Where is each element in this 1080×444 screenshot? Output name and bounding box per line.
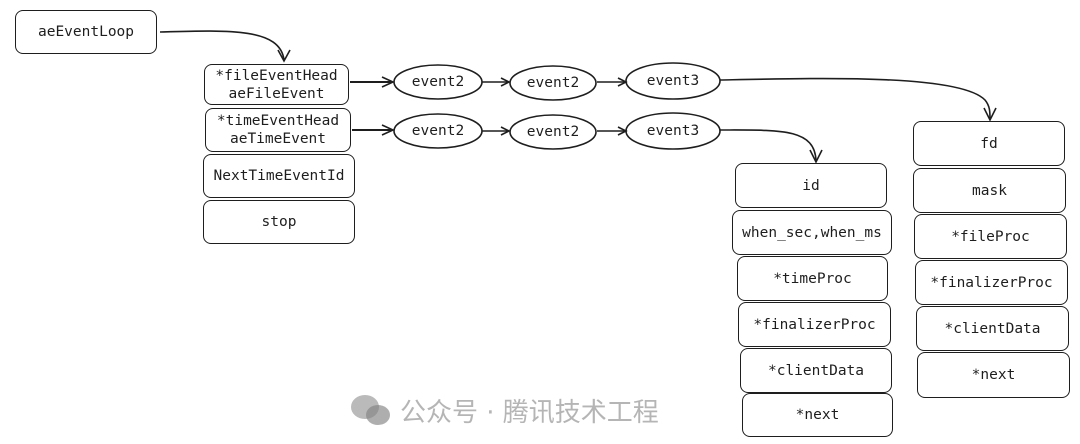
file-field-mask: mask — [913, 168, 1066, 213]
wechat-icon — [351, 394, 390, 425]
event-ellipse — [509, 65, 597, 101]
field-type: aeTimeEvent — [229, 131, 327, 147]
watermark: 公众号 · 腾讯技术工程 — [350, 392, 659, 429]
file-field-client-data: *clientData — [916, 306, 1069, 351]
file-field-file-proc: *fileProc — [914, 214, 1067, 259]
arrowhead — [277, 49, 291, 63]
field-next-time-event-id: NextTimeEventId — [203, 154, 355, 198]
event-ellipse — [625, 112, 721, 150]
time-field-id: id — [735, 163, 887, 208]
field-time-event-head: *timeEventHead aeTimeEvent — [205, 108, 351, 152]
field-label: NextTimeEventId — [213, 168, 345, 184]
ae-event-loop-box: aeEventLoop — [15, 10, 157, 54]
arrow-event3-to-id — [719, 129, 817, 162]
event-ellipse — [393, 64, 483, 100]
file-event-node: event3 — [646, 73, 700, 89]
event-ellipse — [625, 62, 721, 100]
file-event-node: event2 — [411, 74, 465, 90]
file-field-fd: fd — [913, 121, 1065, 166]
time-field-finalizer-proc: *finalizerProc — [738, 302, 891, 347]
event-ellipse — [509, 114, 597, 150]
field-type: aeFileEvent — [228, 85, 325, 102]
time-event-node: event3 — [646, 123, 700, 139]
time-event-node: event2 — [411, 123, 465, 139]
event-ellipse — [393, 113, 483, 149]
field-stop: stop — [203, 200, 355, 244]
arrowhead — [381, 124, 395, 136]
file-field-finalizer-proc: *finalizerProc — [915, 260, 1068, 305]
arrow-loop-to-fields — [159, 30, 285, 61]
arrowhead — [500, 77, 511, 87]
arrowhead — [381, 76, 395, 88]
arrowhead — [983, 107, 997, 122]
time-field-time-proc: *timeProc — [737, 256, 888, 301]
watermark-text: 公众号 · 腾讯技术工程 — [400, 398, 659, 428]
arrow-event3-to-fd — [719, 77, 991, 120]
field-label: *fileEventHead — [215, 67, 338, 84]
arrowhead — [809, 149, 823, 164]
file-field-next: *next — [917, 352, 1070, 398]
field-label: *timeEventHead — [216, 113, 340, 129]
field-label: stop — [261, 214, 297, 230]
time-field-when: when_sec,when_ms — [732, 210, 892, 255]
arrowhead — [500, 126, 511, 136]
time-event-node: event2 — [526, 124, 580, 140]
file-event-node: event2 — [526, 75, 580, 91]
node-label: aeEventLoop — [37, 24, 135, 40]
time-field-next: *next — [742, 393, 893, 437]
time-field-client-data: *clientData — [740, 348, 892, 393]
